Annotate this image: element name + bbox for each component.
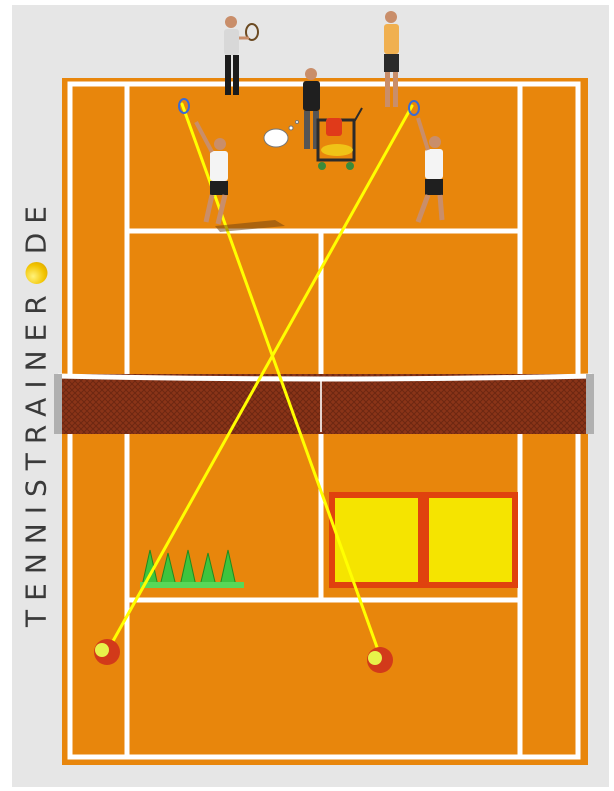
brand-prefix: TENNISTRAINER <box>20 286 53 627</box>
target-zone-left <box>335 498 418 582</box>
tennis-ball-dot-icon <box>25 262 47 284</box>
tennistrainer-logo: TENNISTRAINER DE <box>20 197 53 627</box>
tennis-net <box>54 374 594 434</box>
target-zones <box>329 492 518 588</box>
brand-suffix: DE <box>20 197 53 254</box>
target-zone-right <box>429 498 512 582</box>
net-post-right <box>586 374 594 434</box>
net-post-left <box>54 374 62 434</box>
